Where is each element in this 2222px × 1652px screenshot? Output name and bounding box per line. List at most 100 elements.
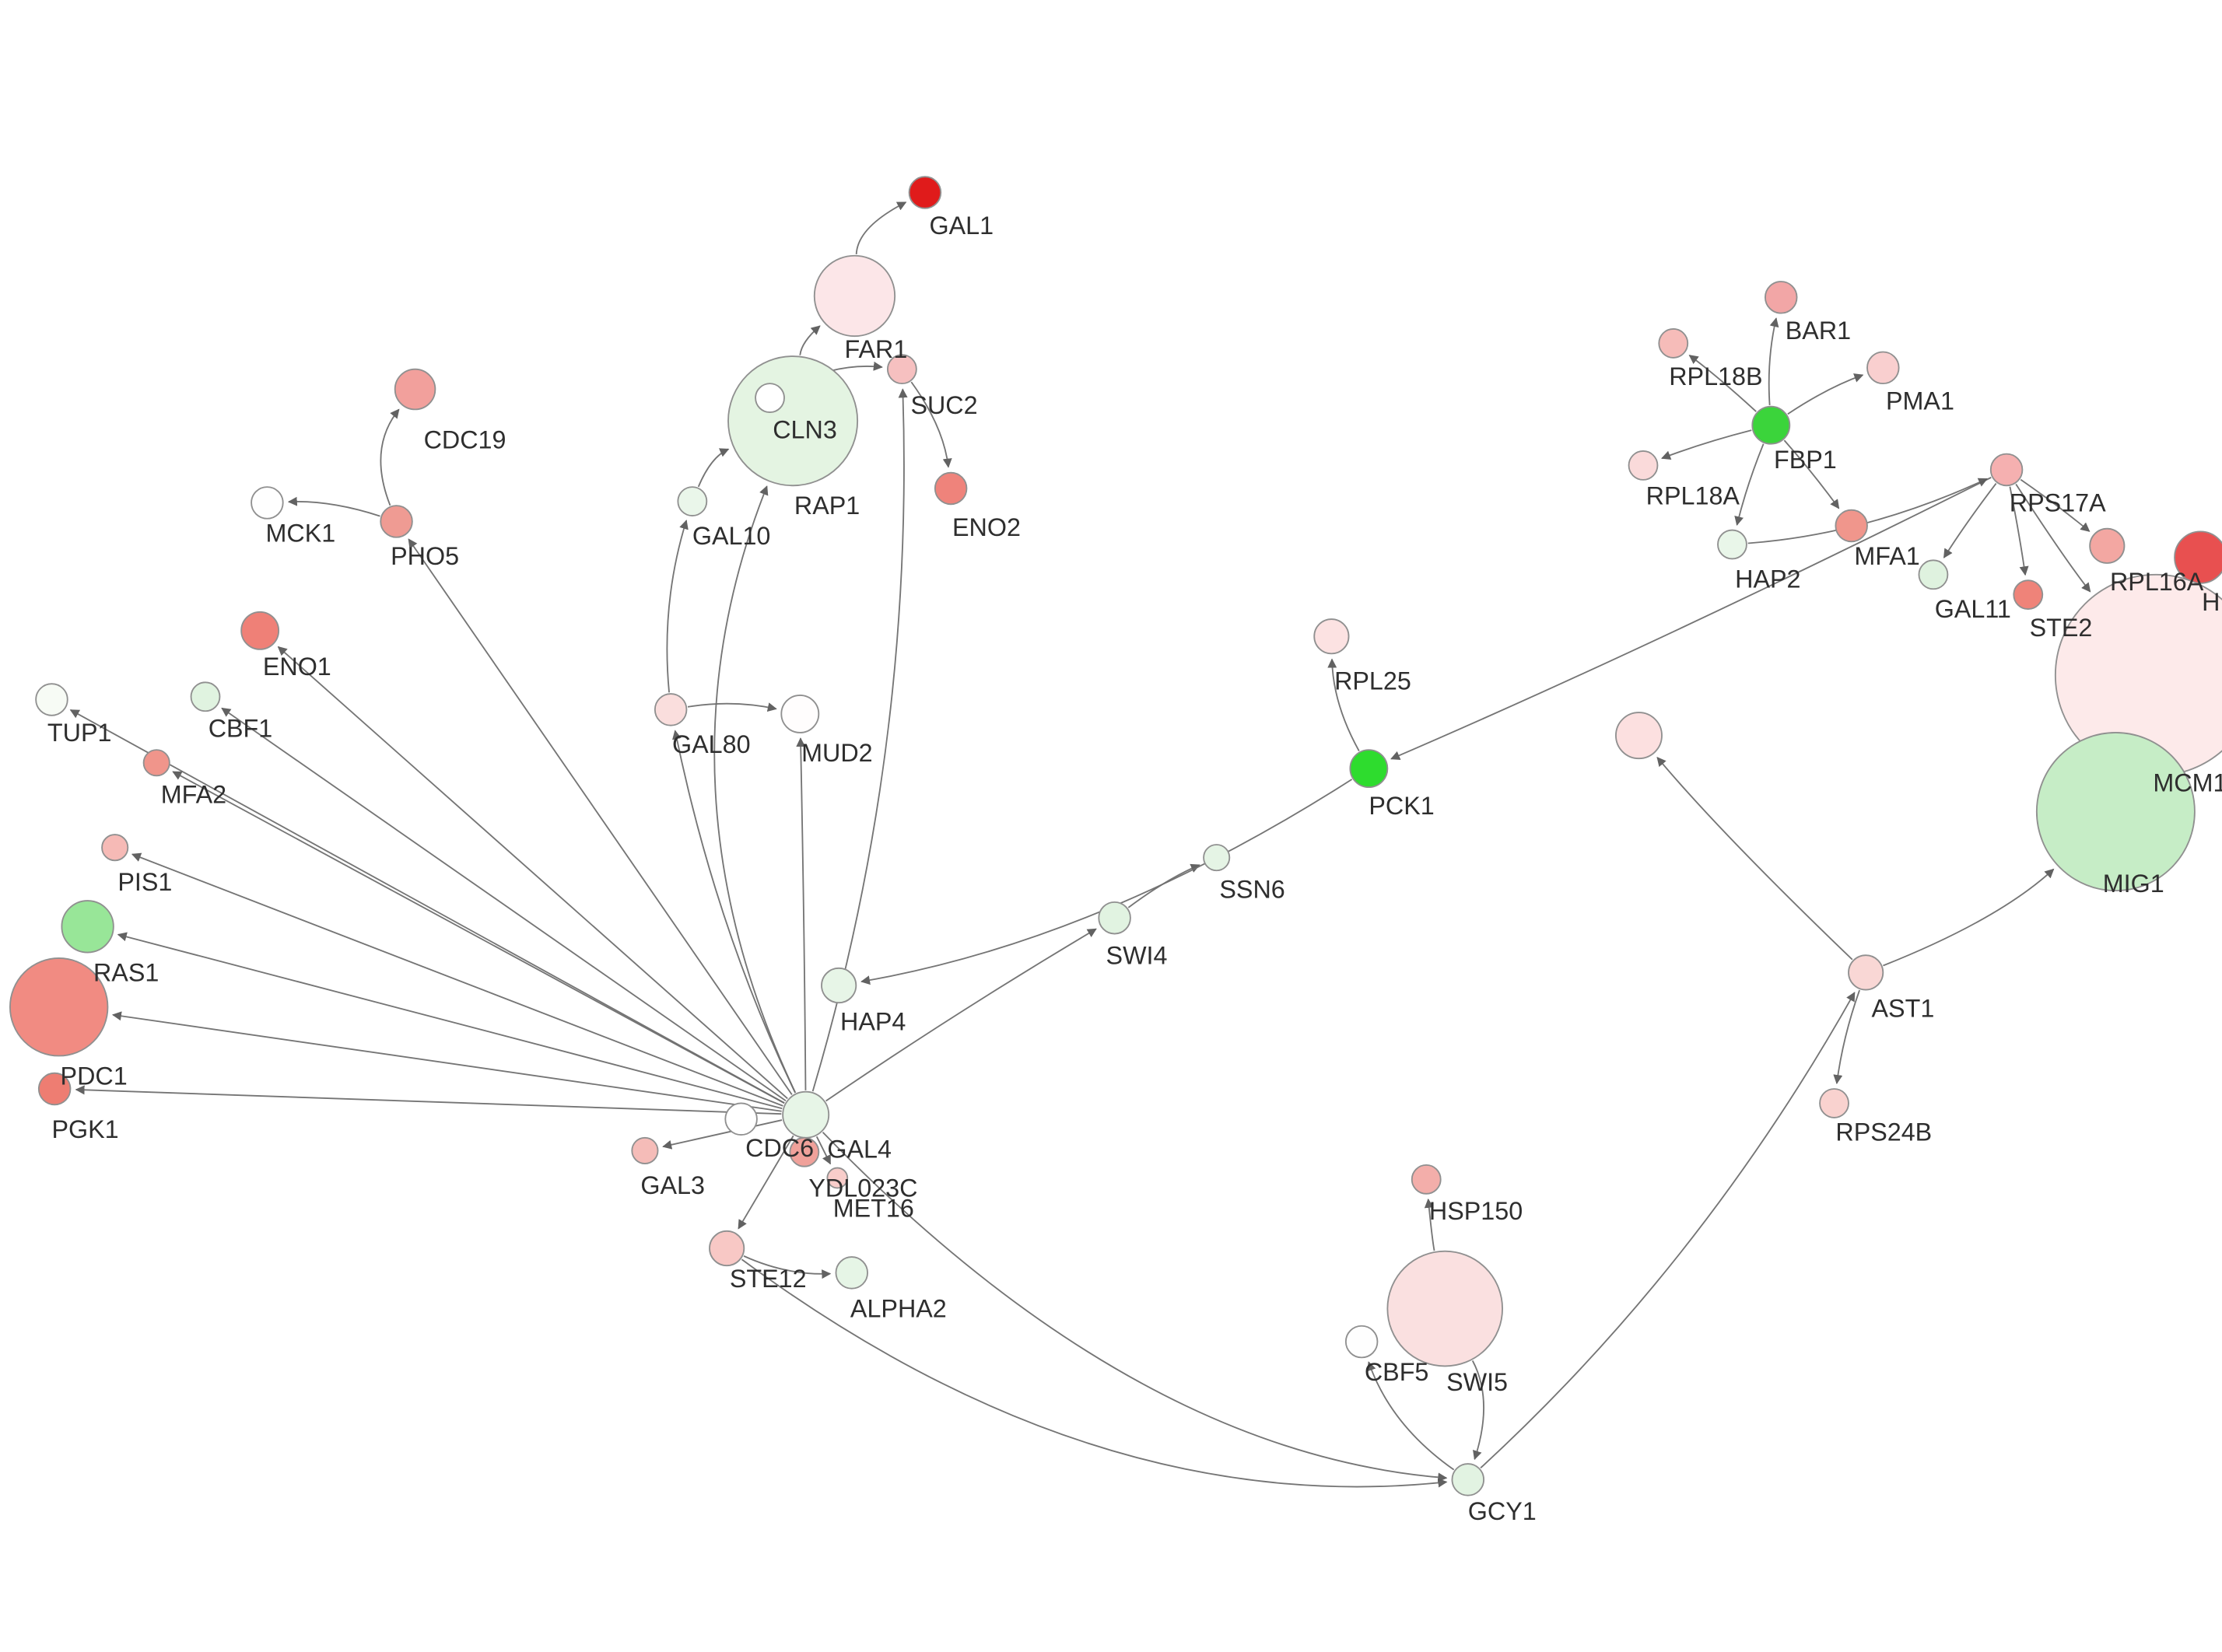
edge-GAL10-CLN3[interactable] [697, 448, 730, 488]
edge-GAL4-PDC1[interactable] [111, 1011, 782, 1112]
node-HAP4[interactable] [821, 967, 857, 1004]
edge-GCY1-AST1[interactable] [1480, 992, 1856, 1469]
node-HIS4[interactable] [2174, 530, 2222, 584]
edge-GAL4-ENO1[interactable] [277, 646, 788, 1100]
edge-PCK1-RPL25[interactable] [1327, 658, 1360, 751]
edge-RPS17A-STE2[interactable] [2009, 486, 2029, 576]
node-PIS1[interactable] [101, 834, 129, 862]
node-HSP150[interactable] [1411, 1164, 1442, 1195]
node-YDL023C[interactable] [789, 1136, 820, 1167]
edge-GAL4-CBF1[interactable] [221, 707, 787, 1102]
edge-HAP2-RPS17A[interactable] [1747, 478, 1989, 544]
node-GCY1[interactable] [1451, 1463, 1485, 1496]
edge-PHO5-MCK1[interactable] [287, 496, 380, 517]
node-CDC6[interactable] [724, 1102, 758, 1136]
node-RPL25[interactable] [1313, 618, 1350, 655]
edge-RPS17A-MCM1[interactable] [2015, 484, 2091, 593]
node-AST1[interactable] [1848, 954, 1884, 991]
node-RAP1[interactable] [755, 383, 785, 413]
node-RAS1[interactable] [61, 900, 114, 954]
node-MCK1[interactable] [251, 486, 284, 520]
node-HAP2[interactable] [1717, 529, 1747, 560]
node-GAL3[interactable] [631, 1136, 659, 1164]
node-RPS24B[interactable] [1819, 1088, 1849, 1118]
edge-GAL4-MET16[interactable] [815, 1136, 832, 1165]
edge-FBP1-BAR1[interactable] [1768, 317, 1779, 405]
edge-CLN3-FAR1[interactable] [799, 325, 821, 355]
node-FBP1[interactable] [1751, 405, 1791, 445]
edge-AST1-MIG1[interactable] [1883, 868, 2055, 967]
edge-AST1-NODE1[interactable] [1656, 757, 1853, 961]
edge-GAL4-PHO5[interactable] [408, 538, 793, 1095]
edge-FAR1-GAL1[interactable] [855, 201, 907, 254]
node-MIG1[interactable] [2035, 732, 2196, 892]
edge-STE12-ALPHA2[interactable] [743, 1255, 832, 1279]
edge-GAL4-CLN3[interactable] [713, 485, 797, 1094]
node-SUC2[interactable] [887, 354, 917, 385]
node-CDC19[interactable] [394, 368, 436, 411]
edge-GAL4-TUP1[interactable] [69, 709, 785, 1104]
node-MFA2[interactable] [142, 749, 170, 777]
node-STE2[interactable] [2013, 579, 2044, 611]
edge-RPS17A-PCK1[interactable] [1390, 477, 1992, 760]
node-RPL18B[interactable] [1658, 328, 1689, 359]
node-SWI5[interactable] [1386, 1250, 1503, 1367]
edge-GAL4-PGK1[interactable] [75, 1085, 782, 1115]
node-GAL1[interactable] [908, 176, 942, 209]
node-label-CBF5: CBF5 [1365, 1358, 1429, 1386]
edge-FBP1-PMA1[interactable] [1787, 373, 1864, 415]
edge-GAL4-GAL3[interactable] [662, 1119, 783, 1150]
node-PMA1[interactable] [1866, 351, 1900, 385]
edge-GAL4-RAS1[interactable] [117, 932, 783, 1110]
edge-SWI5-GCY1[interactable] [1471, 1360, 1484, 1461]
node-TUP1[interactable] [35, 683, 68, 716]
edge-RPS17A-GAL11[interactable] [1943, 483, 1997, 558]
node-PGK1[interactable] [37, 1072, 72, 1106]
edge-GAL4-PIS1[interactable] [131, 852, 783, 1107]
node-ENO2[interactable] [934, 471, 968, 506]
edge-SUC2-ENO2[interactable] [910, 381, 952, 468]
node-GAL11[interactable] [1918, 559, 1949, 590]
node-STE12[interactable] [709, 1230, 745, 1267]
edge-FBP1-MFA1[interactable] [1783, 439, 1840, 509]
node-RPL18A[interactable] [1628, 450, 1659, 481]
edge-AST1-RPS24B[interactable] [1833, 989, 1860, 1085]
edge-FBP1-RPL18B[interactable] [1688, 355, 1757, 412]
edge-GAL80-MUD2[interactable] [687, 702, 777, 712]
node-ENO1[interactable] [240, 611, 280, 650]
node-MFA1[interactable] [1835, 509, 1868, 543]
node-NODE1[interactable] [1615, 712, 1663, 760]
node-CBF5[interactable] [1344, 1325, 1379, 1359]
node-label-PCK1: PCK1 [1369, 792, 1434, 820]
node-PHO5[interactable] [380, 505, 413, 538]
edge-SWI5-HSP150[interactable] [1424, 1198, 1435, 1251]
edge-GAL4-MUD2[interactable] [796, 737, 807, 1090]
node-CBF1[interactable] [190, 681, 221, 712]
node-GAL4[interactable] [782, 1090, 830, 1139]
node-PDC1[interactable] [9, 957, 109, 1057]
node-SSN6[interactable] [1203, 844, 1231, 872]
node-ALPHA2[interactable] [835, 1256, 868, 1290]
node-GAL80[interactable] [654, 693, 688, 726]
edge-GAL80-GAL10[interactable] [666, 520, 689, 693]
edge-PHO5-CDC19[interactable] [380, 408, 400, 506]
edge-GAL4-SWI4[interactable] [825, 928, 1097, 1102]
edge-GAL4-STE12[interactable] [738, 1135, 794, 1230]
node-BAR1[interactable] [1765, 281, 1798, 314]
edge-GAL4-MFA2[interactable] [172, 771, 785, 1104]
edge-RPS17A-RPL16A[interactable] [2020, 478, 2091, 532]
node-MET16[interactable] [826, 1167, 849, 1189]
node-SWI4[interactable] [1098, 901, 1131, 935]
node-PCK1[interactable] [1349, 749, 1389, 789]
node-RPL16A[interactable] [2089, 527, 2126, 564]
node-RPS17A[interactable] [1989, 453, 2024, 487]
node-GAL10[interactable] [677, 486, 708, 516]
node-FAR1[interactable] [813, 254, 896, 338]
edge-FBP1-RPL18A[interactable] [1661, 429, 1752, 460]
node-MUD2[interactable] [780, 695, 820, 733]
edge-GCY1-CBF5[interactable] [1367, 1361, 1455, 1471]
edge-GAL4-GAL80[interactable] [672, 730, 796, 1094]
edge-GAL4-GCY1[interactable] [822, 1132, 1448, 1482]
edge-STE12-GCY1[interactable] [741, 1258, 1448, 1488]
edge-FBP1-HAP2[interactable] [1734, 443, 1765, 527]
